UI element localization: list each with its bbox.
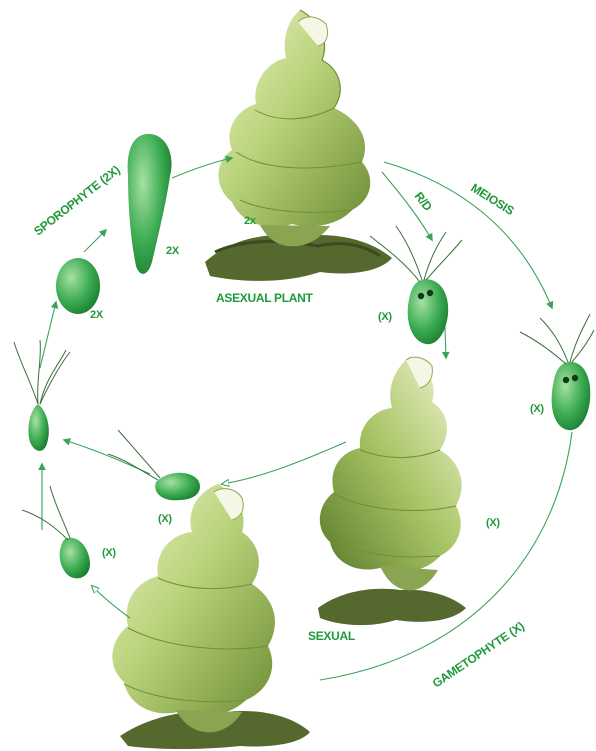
label-sexual-plant-ploidy: (X) [486,517,500,529]
label-gamete-lower-ploidy: (X) [102,547,116,559]
label-zoospore-meiosis-ploidy: (X) [530,403,544,415]
label-sporophyte: SPOROPHYTE (2X) [31,163,122,239]
sexual-plant-image [318,356,466,625]
bottom-plant-image [112,484,310,749]
sporophyte-cell [128,134,172,274]
gamete-lower-left [22,486,90,578]
gamete-center [108,430,200,500]
label-zygote-ploidy: 2X [90,309,104,321]
asexual-plant-image [205,10,392,281]
label-gamete-center-ploidy: (X) [158,513,172,525]
label-sexual: SEXUAL [308,629,355,643]
zygote-cell [56,258,100,314]
zoospore-rd [370,226,462,344]
zygote-quadriflagellate [14,340,70,451]
label-rd: R/D [412,189,436,214]
label-asexual-plant: ASEXUAL PLANT [216,291,314,305]
label-gametophyte: GAMETOPHYTE (X) [430,619,527,691]
label-sporophyte-ploidy-a: 2X [166,245,180,257]
label-zoospore-rd-ploidy: (X) [378,311,392,323]
label-meiosis: MEIOSIS [468,181,516,218]
label-asexual-ploidy: 2x [244,215,257,227]
